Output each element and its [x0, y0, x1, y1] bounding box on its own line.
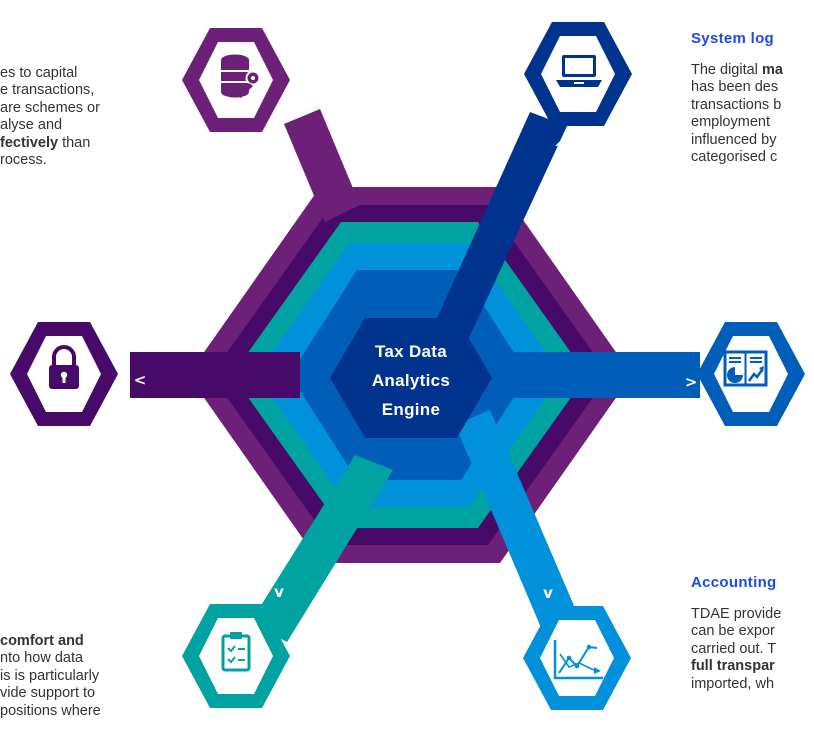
system-logic-line-2: has been des — [691, 79, 779, 96]
laptop-icon — [556, 55, 602, 87]
top-left-line-4: alyse and — [0, 117, 63, 134]
arrow-bottom-left: v — [274, 583, 284, 601]
accounting-paragraph: TDAE provide can be expor carried out. T… — [691, 606, 781, 693]
system-logic-paragraph: The digital ma has been des transactions… — [691, 62, 783, 166]
icon-hexagon-bottom-left — [182, 604, 290, 708]
comfort-paragraph: comfort and nto how data is is particula… — [0, 633, 101, 720]
top-left-line-3: are schemes or — [0, 99, 100, 116]
spoke-right — [430, 352, 700, 398]
center-hexagon — [330, 318, 492, 438]
system-logic-line-3: transactions b — [691, 96, 782, 113]
top-left-line-1: es to capital — [0, 65, 78, 81]
comfort-line-2: nto how data — [0, 650, 84, 667]
accounting-line-5: imported, wh — [691, 675, 775, 692]
spoke-top-left — [284, 109, 360, 222]
comfort-line-1: comfort and — [0, 633, 84, 649]
arrow-left: < — [134, 371, 147, 389]
icon-hexagon-left — [10, 322, 118, 426]
top-left-paragraph: es to capital e transactions, are scheme… — [0, 65, 100, 169]
comfort-line-3: is is particularly — [0, 667, 100, 684]
comfort-line-4: vide support to — [0, 685, 96, 702]
accounting-line-3: carried out. T — [691, 640, 777, 657]
center-label-line-3: Engine — [382, 400, 440, 419]
clipboard-checklist-icon — [221, 632, 251, 672]
center-label-line-2: Analytics — [372, 371, 450, 390]
accounting-heading: Accounting — [691, 574, 777, 591]
icon-hexagon-top-left — [182, 28, 290, 132]
accounting-line-2: can be expor — [691, 623, 775, 640]
spoke-bottom-right — [455, 410, 578, 630]
report-chart-icon — [723, 350, 768, 387]
arrow-top-right: ^ — [554, 139, 567, 157]
line-chart-icon — [553, 640, 603, 680]
padlock-icon — [49, 345, 79, 389]
system-logic-line-6: categorised c — [691, 149, 778, 166]
arrow-right: > — [685, 373, 698, 391]
system-logic-heading: System log — [691, 30, 775, 47]
system-logic-line-4: employment — [691, 114, 770, 131]
spoke-top-right — [434, 112, 567, 340]
top-left-line-6: rocess. — [0, 152, 47, 169]
center-label-line-1: Tax Data — [375, 342, 447, 361]
icon-hexagon-right — [697, 322, 805, 426]
comfort-line-5: positions where — [0, 702, 101, 719]
icon-hexagon-bottom-right — [523, 606, 631, 710]
accounting-line-4: full transpar — [691, 658, 775, 675]
accounting-line-1: TDAE provide — [691, 606, 782, 622]
icon-hexagon-top-right — [524, 22, 632, 126]
system-logic-line-1: The digital ma — [691, 62, 783, 78]
spoke-left — [130, 352, 300, 398]
system-logic-line-5: influenced by — [691, 131, 777, 148]
arrow-top-left: ^ — [278, 135, 291, 153]
spoke-bottom-left — [250, 455, 393, 642]
top-left-line-5: fectively than — [0, 134, 91, 151]
top-left-line-2: e transactions, — [0, 82, 95, 99]
arrow-bottom-right: v — [543, 584, 553, 602]
database-key-icon — [221, 54, 261, 98]
